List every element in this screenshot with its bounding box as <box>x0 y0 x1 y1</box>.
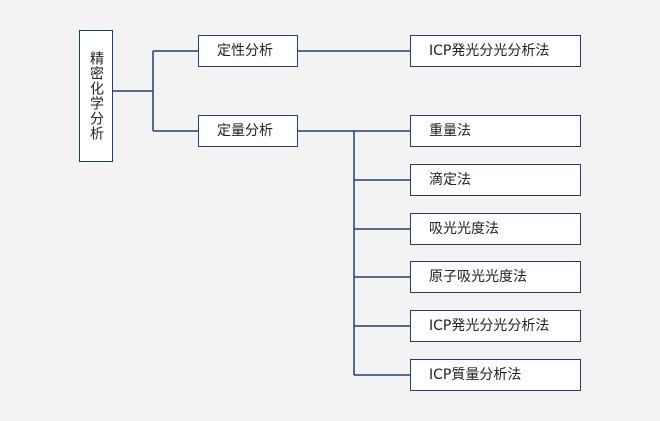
qualitative-method-label: ICP発光分光分析法 <box>429 43 550 59</box>
quantitative-method-label: ICP発光分光分析法 <box>429 318 550 334</box>
quantitative-method-label: 滴定法 <box>429 172 471 188</box>
quantitative-method-node: 原子吸光光度法 <box>410 261 581 293</box>
quantitative-method-node: 滴定法 <box>410 164 581 196</box>
quantitative-method-node: 重量法 <box>410 115 581 147</box>
qualitative-analysis-label: 定性分析 <box>217 43 273 59</box>
quantitative-method-label: 原子吸光光度法 <box>429 269 527 285</box>
quantitative-method-label: ICP質量分析法 <box>429 367 522 383</box>
quantitative-method-label: 重量法 <box>429 123 471 139</box>
quantitative-analysis-label: 定量分析 <box>217 123 273 139</box>
quantitative-method-node: ICP発光分光分析法 <box>410 310 581 342</box>
quantitative-method-node: ICP質量分析法 <box>410 359 581 391</box>
qualitative-analysis-node: 定性分析 <box>198 35 298 67</box>
root-node-label: 精密化学分析 <box>88 51 104 141</box>
root-node: 精密化学分析 <box>79 30 113 162</box>
quantitative-method-label: 吸光光度法 <box>429 221 499 237</box>
qualitative-method-node: ICP発光分光分析法 <box>410 35 581 67</box>
quantitative-method-node: 吸光光度法 <box>410 213 581 245</box>
quantitative-analysis-node: 定量分析 <box>198 115 298 147</box>
